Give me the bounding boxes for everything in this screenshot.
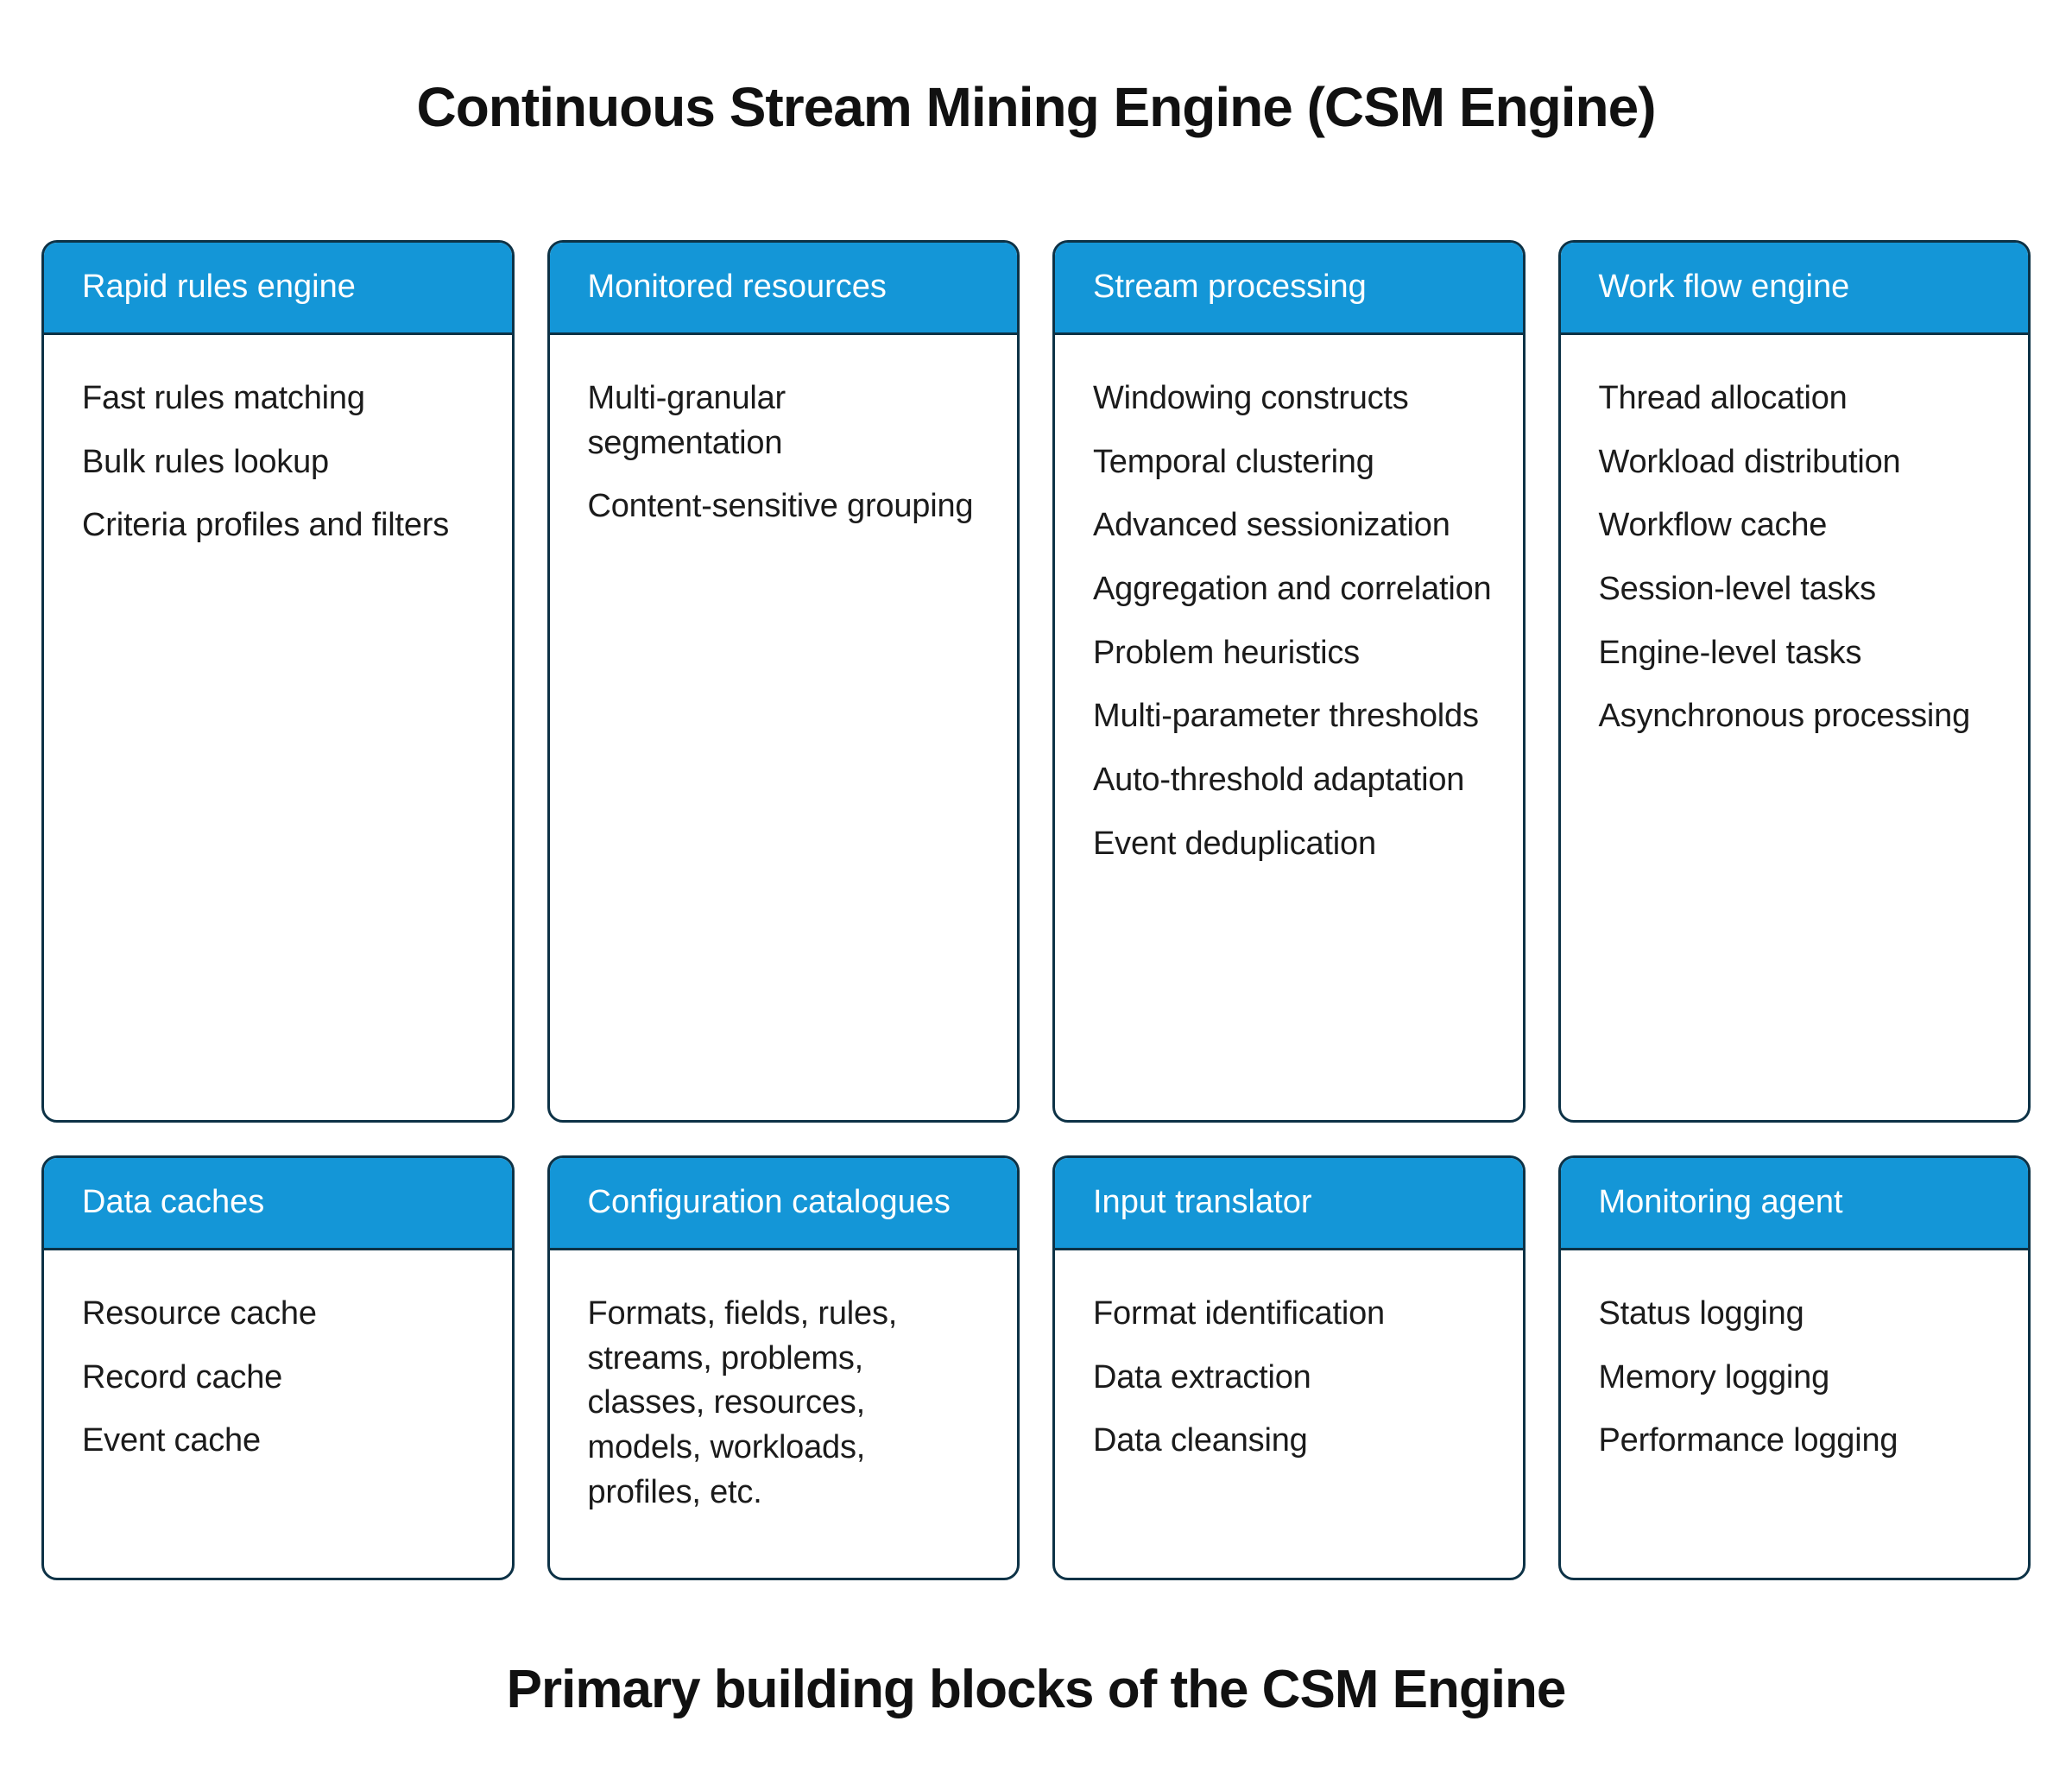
card-title: Work flow engine bbox=[1598, 269, 1850, 306]
card-title: Configuration catalogues bbox=[587, 1184, 951, 1221]
card-item: Fast rules matching bbox=[82, 380, 365, 416]
card-item: Advanced sessionization bbox=[1093, 507, 1450, 544]
card-item: Resource cache bbox=[82, 1295, 317, 1332]
card-item: Format identification bbox=[1093, 1295, 1385, 1332]
card-title: Monitoring agent bbox=[1598, 1184, 1843, 1221]
card-item: Multi-granular segmentation bbox=[587, 380, 786, 461]
card-item: Criteria profiles and filters bbox=[82, 507, 450, 544]
card-header: Monitoring agent bbox=[1560, 1158, 2028, 1250]
card-title: Stream processing bbox=[1093, 269, 1367, 306]
card-title: Data caches bbox=[82, 1184, 265, 1221]
card-title: Input translator bbox=[1093, 1184, 1312, 1221]
card-item: Formats, fields, rules, streams, problem… bbox=[587, 1295, 898, 1510]
card-item: Workload distribution bbox=[1598, 443, 1901, 480]
card-item: Event deduplication bbox=[1093, 825, 1376, 862]
card-item: Windowing constructs bbox=[1093, 380, 1409, 416]
page-title: Continuous Stream Mining Engine (CSM Eng… bbox=[416, 76, 1656, 138]
diagram-caption: Primary building blocks of the CSM Engin… bbox=[506, 1660, 1567, 1719]
card-item: Temporal clustering bbox=[1093, 443, 1374, 480]
card-item: Engine-level tasks bbox=[1598, 634, 1862, 671]
card-monitored-resources: Monitored resources Multi-granular segme… bbox=[546, 240, 1020, 1123]
card-header: Monitored resources bbox=[549, 243, 1017, 335]
card-item: Auto-threshold adaptation bbox=[1093, 762, 1465, 799]
card-item: Workflow cache bbox=[1598, 507, 1828, 544]
card-item: Data cleansing bbox=[1093, 1422, 1308, 1459]
card-header: Configuration catalogues bbox=[549, 1158, 1017, 1250]
card-item: Status logging bbox=[1598, 1295, 1804, 1332]
card-header: Data caches bbox=[44, 1158, 512, 1250]
card-item: Session-level tasks bbox=[1598, 571, 1877, 608]
card-item: Content-sensitive grouping bbox=[587, 488, 974, 525]
card-item: Bulk rules lookup bbox=[82, 443, 329, 480]
card-item: Record cache bbox=[82, 1358, 283, 1395]
card-header: Rapid rules engine bbox=[44, 243, 512, 335]
card-item: Memory logging bbox=[1598, 1358, 1830, 1395]
card-item: Thread allocation bbox=[1598, 380, 1848, 416]
card-item: Problem heuristics bbox=[1093, 634, 1360, 671]
card-item: Performance logging bbox=[1598, 1422, 1898, 1459]
card-title: Rapid rules engine bbox=[82, 269, 356, 306]
card-item: Event cache bbox=[82, 1422, 261, 1459]
card-body: Formats, fields, rules, streams, problem… bbox=[550, 1250, 1018, 1578]
card-title: Monitored resources bbox=[587, 269, 887, 306]
card-item: Aggregation and correlation bbox=[1093, 571, 1492, 608]
card-header: Work flow engine bbox=[1560, 243, 2028, 335]
card-item: Multi-parameter thresholds bbox=[1093, 698, 1479, 735]
card-item: Asynchronous processing bbox=[1598, 698, 1971, 735]
card-header: Input translator bbox=[1055, 1158, 1523, 1250]
card-item: Data extraction bbox=[1093, 1358, 1311, 1395]
card-header: Stream processing bbox=[1055, 243, 1523, 335]
card-configuration-catalogues: Configuration catalogues Formats, fields… bbox=[546, 1155, 1020, 1580]
